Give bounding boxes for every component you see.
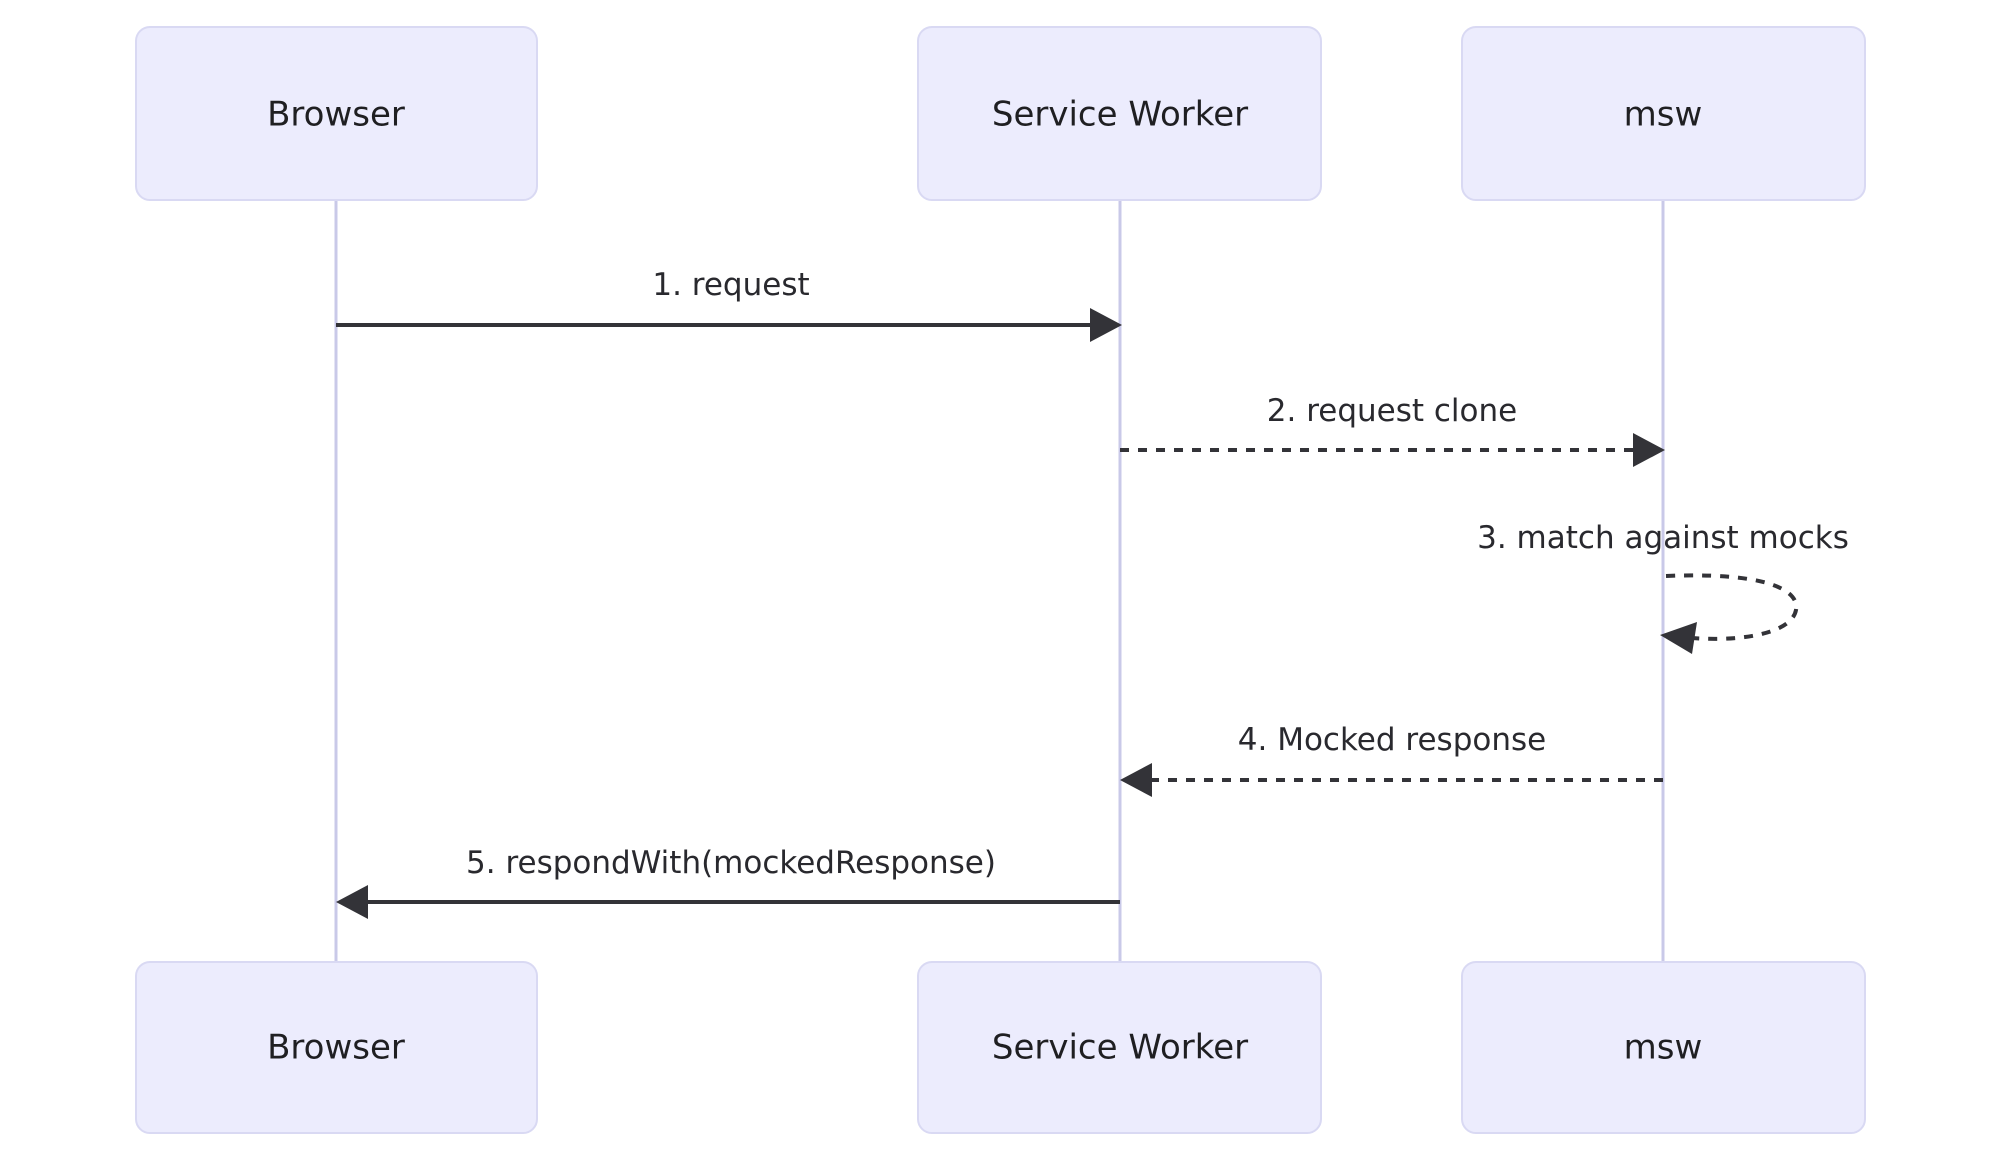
actor-msw-bottom[interactable]: msw [1461,961,1866,1134]
actor-label-service-worker-bottom: Service Worker [992,1028,1248,1068]
arrow-head-left-4 [1120,763,1152,797]
actor-box-msw-bottom[interactable] [1461,961,1866,1134]
message-2[interactable]: 2. request clone [1120,393,1665,467]
actor-browser-bottom[interactable]: Browser [135,961,538,1134]
arrow-head-right-1 [1090,308,1122,342]
actor-label-msw-top: msw [1624,95,1703,135]
actor-box-service-worker-top[interactable] [917,26,1322,201]
actor-service-worker-bottom[interactable]: Service Worker [917,961,1322,1134]
message-1[interactable]: 1. request [336,267,1122,342]
arrow-head-left-5 [336,885,368,919]
actor-label-service-worker-top: Service Worker [992,95,1248,135]
actor-service-worker-top[interactable]: Service Worker [917,26,1322,201]
message-5[interactable]: 5. respondWith(mockedResponse) [336,845,1120,919]
message-label-3: 3. match against mocks [1477,520,1849,556]
actor-label-browser-top: Browser [267,95,405,135]
message-3[interactable]: 3. match against mocks [1477,520,1849,654]
actor-box-service-worker-bottom[interactable] [917,961,1322,1134]
actor-label-msw-bottom: msw [1624,1028,1703,1068]
actor-browser-top[interactable]: Browser [135,26,538,201]
arrow-head-right-2 [1633,433,1665,467]
message-4[interactable]: 4. Mocked response [1120,722,1663,797]
message-label-5: 5. respondWith(mockedResponse) [466,845,996,881]
actor-box-msw-top[interactable] [1461,26,1866,201]
actor-msw-top[interactable]: msw [1461,26,1866,201]
message-label-2: 2. request clone [1267,393,1517,429]
actor-label-browser-bottom: Browser [267,1028,405,1068]
message-loop-3 [1665,573,1799,641]
actor-box-browser-top[interactable] [135,26,538,201]
arrow-head-loop-3 [1660,622,1697,654]
message-label-1: 1. request [652,267,809,303]
actor-box-browser-bottom[interactable] [135,961,538,1134]
message-label-4: 4. Mocked response [1238,722,1546,758]
